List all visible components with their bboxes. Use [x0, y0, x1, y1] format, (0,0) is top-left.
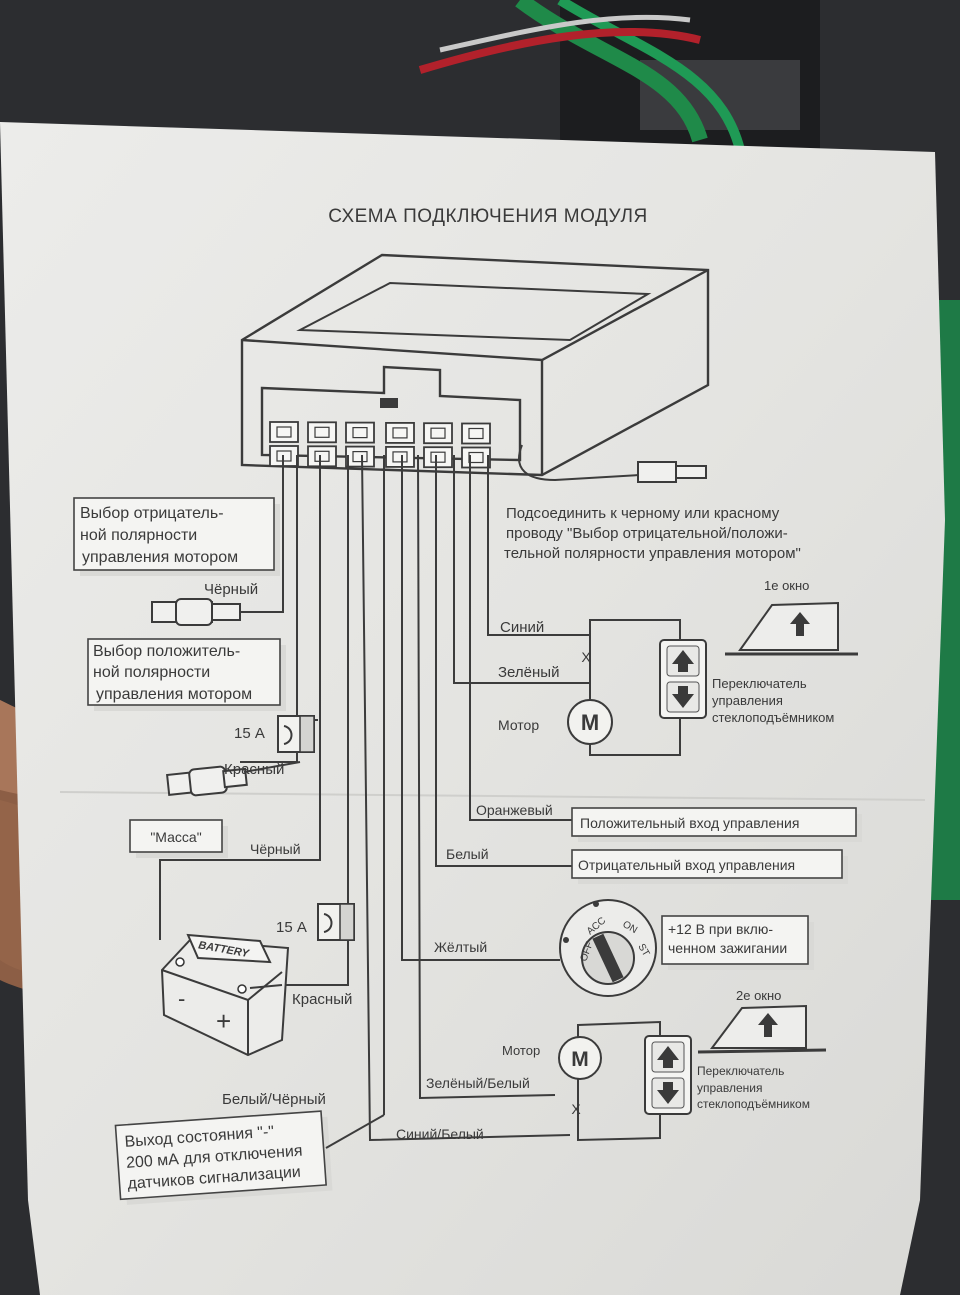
connector-pin: [385, 421, 415, 444]
ignition-switch-icon: OFF ACC ON ST: [559, 899, 657, 997]
wires: [159, 454, 590, 1142]
status-output-box: Выход состояния "-" 200 мА для отключени…: [114, 1110, 333, 1205]
battery-plus: +: [216, 1006, 231, 1036]
battery-minus: -: [178, 986, 185, 1011]
diagram-title: СХЕМА ПОДКЛЮЧЕНИЯ МОДУЛЯ: [328, 206, 647, 227]
connect-note-line-2: проводу "Выбор отрицательной/положи-: [506, 525, 788, 542]
pos-polarity-line-2: ной полярности: [93, 664, 210, 681]
wire-label-yellow: Жёлтый: [434, 939, 487, 955]
connector-pin-slot: [430, 427, 446, 439]
window-glass-icon: [697, 1004, 827, 1054]
window-glass-icon: [725, 601, 858, 656]
connector-pin-slot: [430, 451, 446, 463]
window2-x-mark: X: [571, 1101, 581, 1117]
window2-circuit: M X Мотор Переключатель управления стекл…: [502, 988, 827, 1142]
ignition-note-line-1: +12 В при вклю-: [668, 921, 773, 937]
connector-pin: [461, 446, 491, 469]
window2-label: 2е окно: [736, 988, 781, 1003]
arrow-up-icon: [657, 1046, 679, 1068]
connect-note-line-3: тельной полярности управления мотором": [504, 545, 801, 562]
window2-switch-caption-3: стеклоподъёмником: [697, 1097, 810, 1111]
connector-pin: [345, 421, 375, 444]
motor-icon: [558, 1036, 602, 1080]
window1-x-mark: X: [581, 649, 591, 665]
connector-pin-slot: [392, 427, 408, 439]
motor-icon: [567, 699, 613, 745]
wire-label-white: Белый: [446, 846, 489, 862]
wire-label-green: Зелёный: [498, 664, 559, 681]
connector-plug-icon: [166, 761, 301, 797]
connector-pin-slot: [314, 450, 330, 462]
arrow-up-icon: [672, 650, 694, 672]
battery-icon: BATTERY - +: [160, 933, 290, 1057]
wire-label-red-top: Красный: [224, 761, 284, 778]
connector-plug-icon: [151, 598, 241, 626]
connector-pin: [423, 446, 453, 469]
connector-pin-slot: [468, 427, 484, 440]
mass-label: "Масса": [150, 829, 201, 845]
mass-box: "Масса": [129, 819, 228, 858]
connector-pin: [385, 445, 415, 468]
fuse-icon: [277, 715, 315, 753]
wire-label-white-black: Белый/Чёрный: [222, 1091, 326, 1108]
wire-label-blue-white: Синий/Белый: [396, 1126, 484, 1142]
wire-label-green-white: Зелёный/Белый: [426, 1075, 530, 1091]
wire-label-black-bottom: Чёрный: [250, 841, 301, 857]
antenna-connector-icon: [518, 444, 707, 483]
wire-label-red-bottom: Красный: [292, 991, 352, 1008]
fuse-bottom-label: 15 А: [276, 919, 307, 936]
window1-switch-caption-1: Переключатель: [712, 676, 807, 691]
window1-circuit: M X Мотор Переключатель управления стекл…: [498, 578, 858, 756]
ignition-note-box: +12 В при вклю- ченном зажигании: [661, 915, 814, 970]
pos-polarity-line-3: управления мотором: [96, 686, 252, 703]
window1-motor-label: Мотор: [498, 717, 539, 733]
window2-switch-caption-1: Переключатель: [697, 1064, 784, 1078]
window2-motor-label: Мотор: [502, 1043, 540, 1058]
connector-pin: [345, 445, 375, 468]
window1-switch-caption-2: управления: [712, 693, 783, 708]
window1-motor-symbol: M: [581, 710, 599, 735]
connector-pin: [307, 421, 337, 444]
connector-pin-slot: [276, 426, 292, 438]
wire-label-blue: Синий: [500, 619, 544, 636]
connect-note-line-1: Подсоединить к черному или красному: [506, 505, 780, 522]
connector-pin: [423, 422, 453, 445]
fuse-icon: [317, 903, 355, 941]
connector-pins: [269, 421, 491, 469]
neg-input-box: Отрицательный вход управления: [571, 849, 848, 884]
pos-polarity-box: Выбор положитель- ной полярности управле…: [87, 638, 286, 711]
ignition-note-line-2: ченном зажигании: [668, 940, 787, 956]
wire-label-black-top: Чёрный: [204, 581, 258, 598]
arrow-down-icon: [672, 686, 694, 708]
pos-polarity-line-1: Выбор положитель-: [93, 643, 240, 660]
window1-label: 1е окно: [764, 578, 809, 593]
fuse-top-label: 15 А: [234, 725, 265, 742]
window1-switch-caption-3: стеклоподъёмником: [712, 710, 834, 725]
connector-pin-slot: [392, 451, 408, 463]
pos-input-label: Положительный вход управления: [580, 815, 799, 831]
neg-input-label: Отрицательный вход управления: [578, 857, 795, 873]
connector-pin: [461, 422, 491, 445]
neg-polarity-line-2: ной полярности: [80, 527, 197, 544]
pos-input-box: Положительный вход управления: [571, 807, 862, 842]
connector-pin-slot: [314, 426, 330, 438]
arrow-down-icon: [657, 1082, 679, 1104]
neg-polarity-box: Выбор отрицатель- ной полярности управле…: [73, 497, 280, 576]
window2-switch-caption-2: управления: [697, 1081, 762, 1095]
wire-label-orange: Оранжевый: [476, 802, 553, 818]
connector-pin-slot: [352, 451, 368, 463]
window2-motor-symbol: M: [571, 1048, 589, 1071]
connector-pin-slot: [352, 427, 368, 439]
connector-pin: [269, 421, 299, 443]
neg-polarity-line-3: управления мотором: [82, 549, 238, 566]
neg-polarity-line-1: Выбор отрицатель-: [80, 505, 224, 522]
connector-pin: [307, 445, 337, 468]
